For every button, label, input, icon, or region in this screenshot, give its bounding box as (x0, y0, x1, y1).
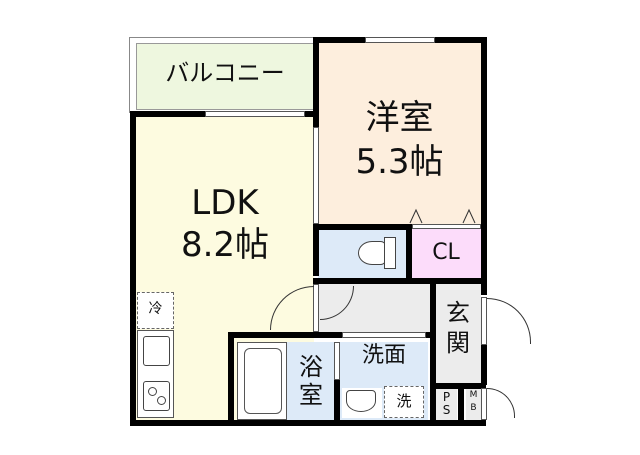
washer-label: 洗 (396, 392, 412, 410)
refrigerator-space: 冷 (137, 292, 174, 329)
entrance-label-1: 玄 (446, 299, 470, 327)
washroom-door (342, 332, 426, 338)
wall-ldk-toilet (313, 224, 319, 276)
entrance-door-arc (487, 298, 531, 344)
wall-hall-bottom (228, 332, 434, 338)
closet: CL (411, 229, 481, 279)
western-room: 洋室 5.3帖 (318, 42, 481, 224)
bathroom: 浴 室 (237, 342, 335, 420)
closet-door-marks (409, 208, 476, 224)
western-room-size: 5.3帖 (355, 142, 444, 182)
bathroom-label-1: 浴 (299, 353, 323, 381)
bathroom-label-2: 室 (299, 381, 323, 409)
mb-label-1: M (469, 390, 478, 400)
mb-label-2: B (470, 403, 477, 413)
wall-western-bottom (313, 224, 408, 230)
closet-label: CL (432, 240, 460, 265)
ldk-size: 8.2帖 (180, 225, 270, 265)
washroom: 洗面 洗 (340, 342, 428, 420)
washer-space: 洗 (384, 386, 424, 418)
entrance: 玄 関 (434, 284, 481, 384)
sink-icon (143, 336, 170, 366)
mb-door-arc (487, 388, 515, 418)
ps-label-2: S (442, 403, 451, 417)
ps-label-1: P (442, 390, 451, 404)
stove-icon (143, 381, 170, 411)
balcony: バルコニー (136, 43, 314, 110)
wall-toilet-cl (406, 224, 412, 284)
toilet-room (318, 229, 406, 279)
entrance-label-2: 関 (446, 329, 470, 357)
bathtub (237, 342, 287, 420)
wall-ldk-western (313, 37, 319, 127)
wall-entrance-left (430, 284, 436, 424)
balcony-label: バルコニー (165, 59, 285, 87)
ldk-name: LDK (191, 183, 259, 223)
balcony-window (205, 111, 305, 117)
wall-bath-wash (334, 380, 340, 424)
kitchen-counter (137, 330, 174, 418)
wall-ps-mb (458, 383, 464, 423)
wall-toilet-bottom (313, 278, 487, 284)
wall-bottom (130, 420, 486, 426)
washbasin-icon (342, 388, 382, 418)
bath-door (334, 342, 340, 380)
closet-door (412, 224, 481, 229)
pipe-space: P S (436, 389, 457, 420)
wall-right (481, 37, 487, 295)
wall-bath-left (228, 332, 234, 426)
washroom-label: 洗面 (361, 343, 406, 368)
ldk-side-window (313, 127, 319, 224)
meter-box: M B (466, 389, 481, 420)
western-window (365, 37, 435, 43)
wall-right-lower (481, 345, 487, 385)
western-room-name: 洋室 (365, 98, 434, 138)
wall-left (130, 111, 136, 426)
mb-door[interactable] (481, 388, 487, 420)
refrigerator-label: 冷 (148, 301, 163, 317)
toilet-icon (358, 241, 386, 265)
